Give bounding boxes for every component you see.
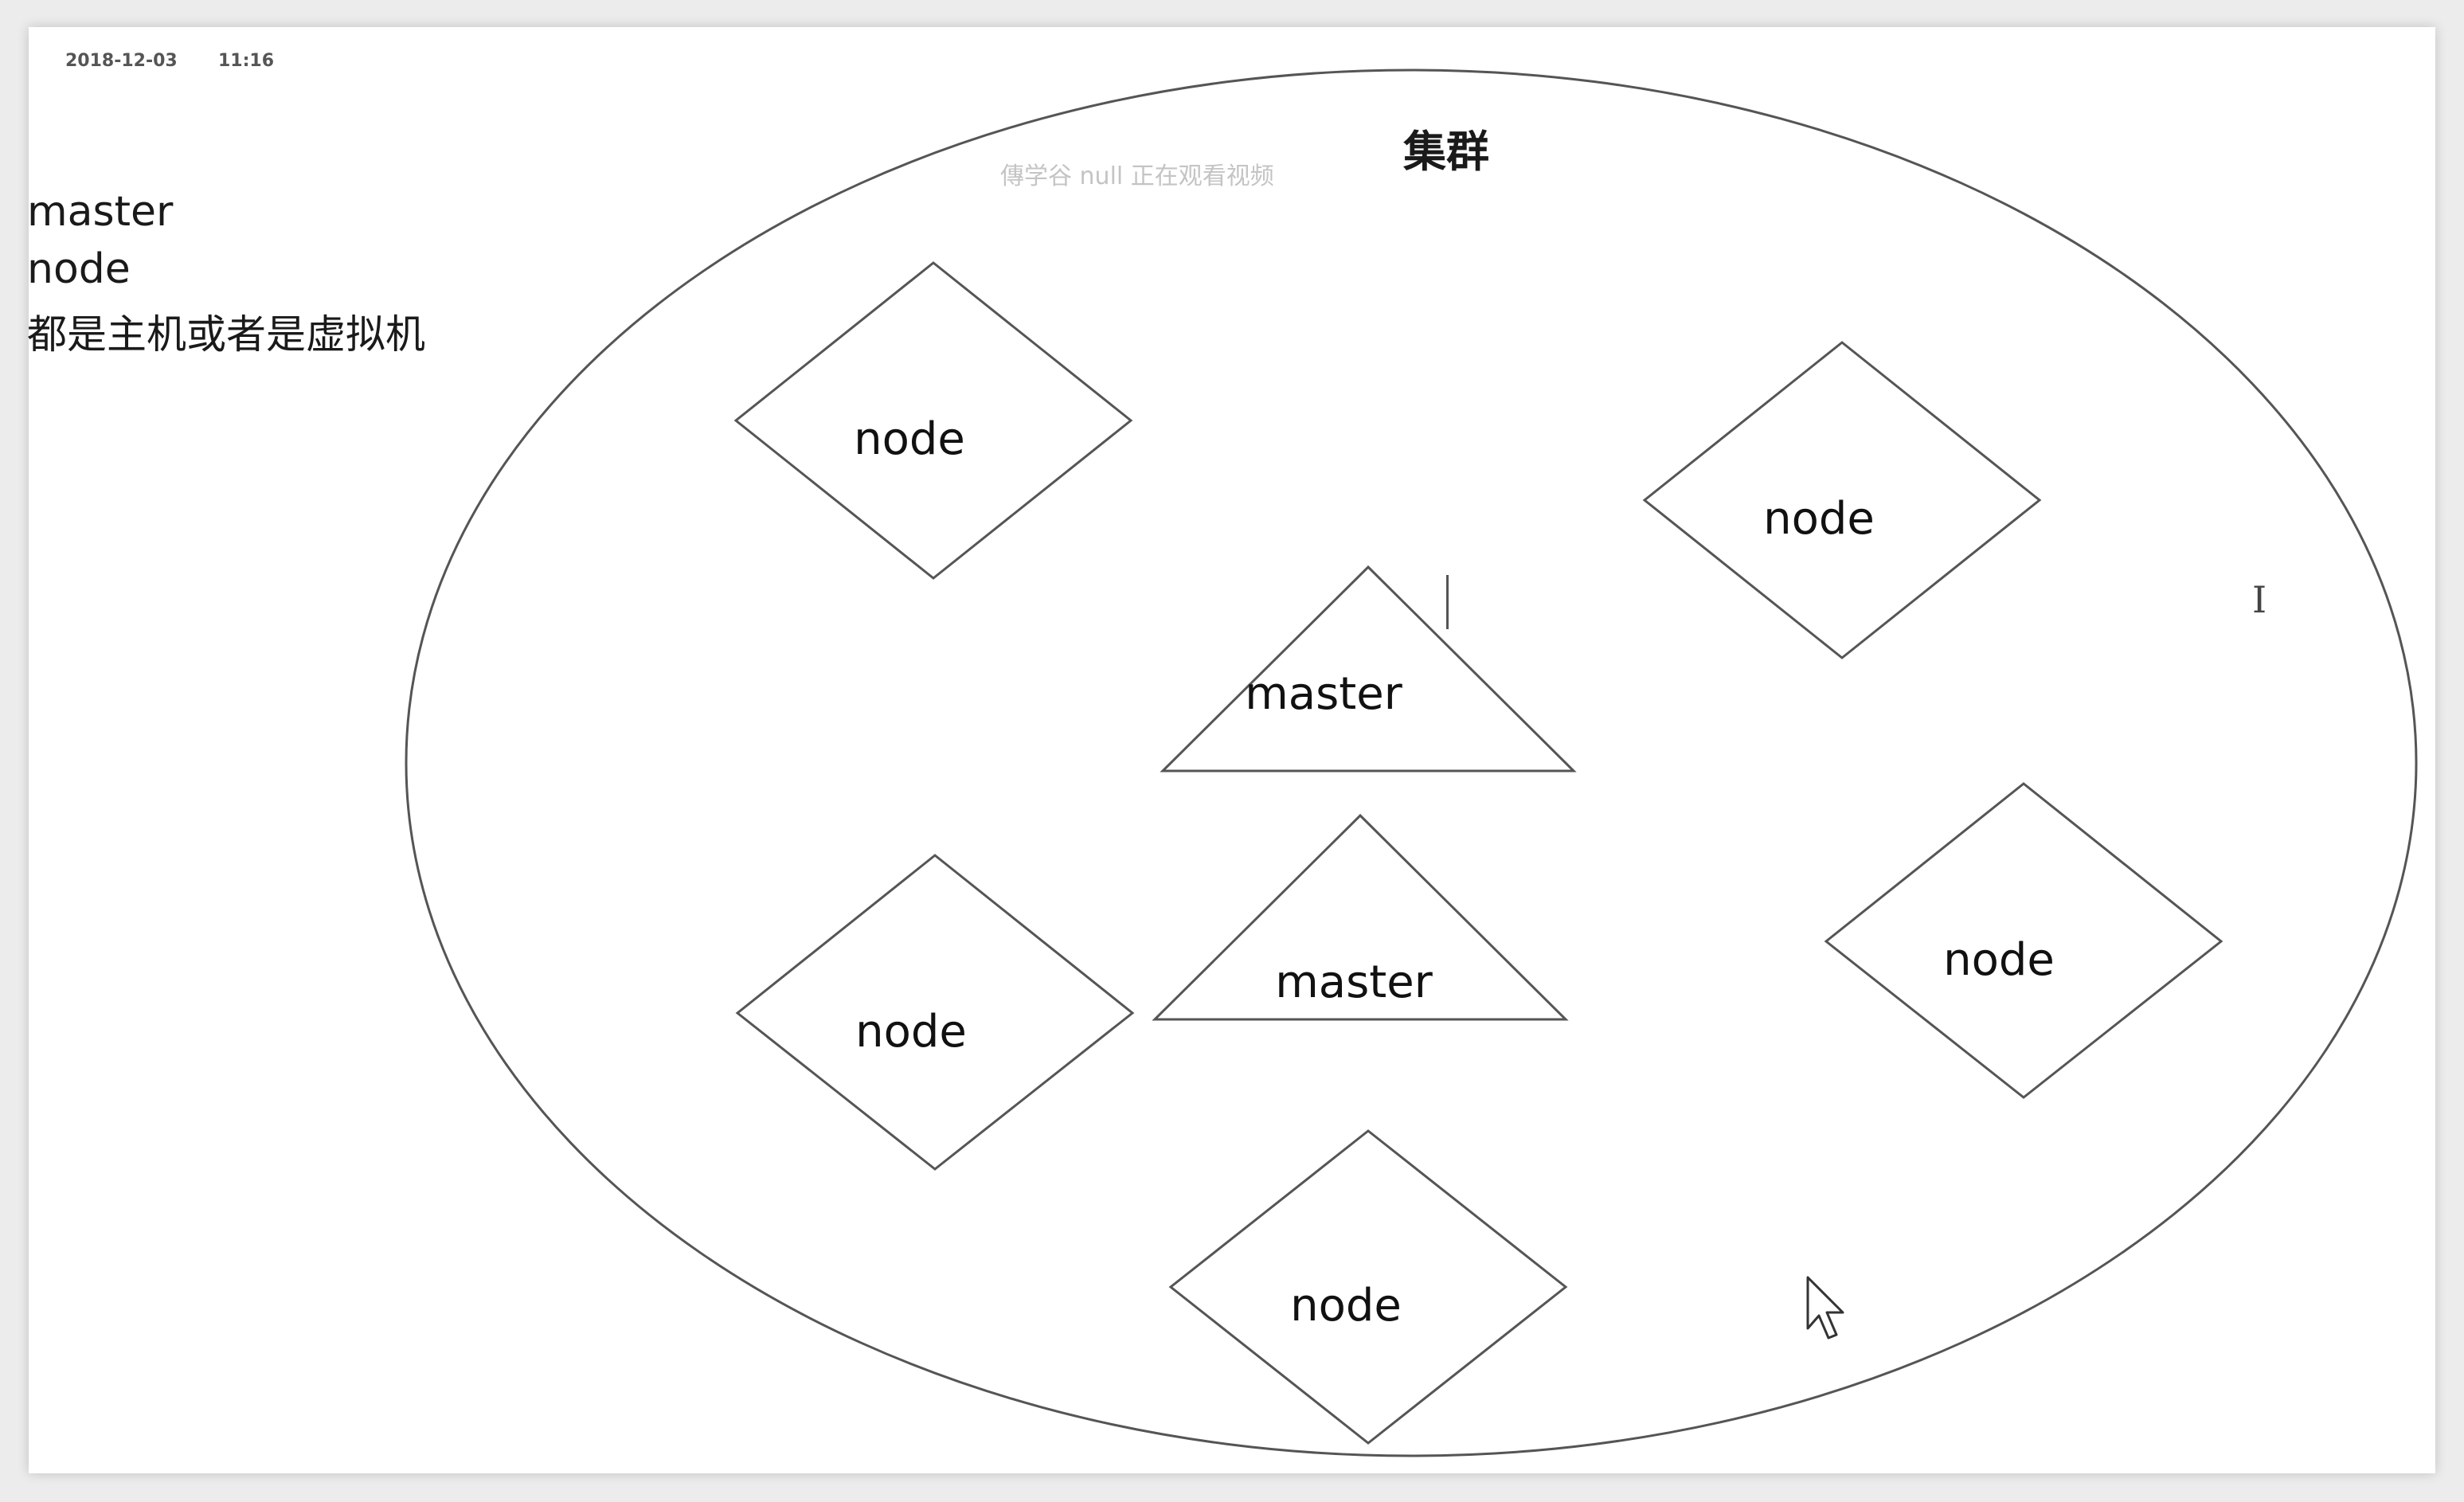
node-label: node [1943, 934, 2055, 986]
notes-text-block: master node 都是主机或者是虚拟机 [27, 183, 425, 363]
node-diamond[interactable]: node [1824, 782, 2223, 1099]
note-line-master: master [27, 188, 174, 236]
node-label: node [855, 1006, 967, 1058]
master-label: master [1275, 956, 1433, 1008]
node-diamond[interactable]: node [733, 261, 1133, 580]
node-diamond[interactable]: node [735, 854, 1135, 1171]
node-label: node [1763, 493, 1875, 545]
node-diamond[interactable]: node [1642, 341, 2042, 659]
master-triangle[interactable]: master [1152, 813, 1569, 1021]
cluster-title: 集群 [1403, 127, 1489, 177]
node-label: node [1290, 1280, 1402, 1332]
node-label: node [854, 413, 965, 465]
master-label: master [1245, 668, 1402, 720]
mouse-pointer-icon [1806, 1276, 1844, 1340]
date-stamp: 2018-12-03 [65, 51, 178, 71]
text-caret-icon [1446, 575, 1449, 629]
ibeam-cursor-icon: I [2252, 578, 2267, 621]
node-diamond[interactable]: node [1168, 1129, 1568, 1445]
watermark-text: 傳学谷 null 正在观看视频 [1000, 162, 1274, 190]
cluster-ellipse[interactable] [405, 68, 2418, 1457]
time-stamp: 11:16 [218, 51, 275, 71]
note-line-node: node [27, 245, 131, 293]
master-triangle[interactable]: master [1160, 565, 1577, 773]
note-line-description: 都是主机或者是虚拟机 [27, 311, 425, 358]
